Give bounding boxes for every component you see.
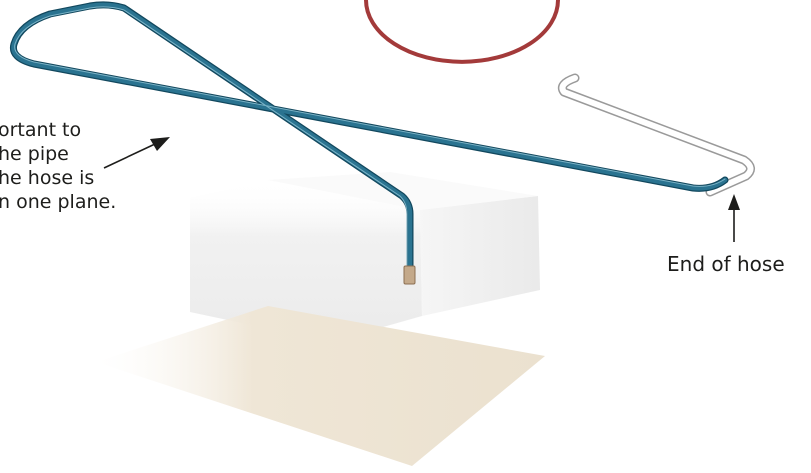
highlight-circle	[364, 0, 560, 64]
note-line: n one plane.	[0, 191, 117, 213]
pipe	[557, 73, 755, 197]
hose	[9, 1, 729, 272]
end-of-hose-label: End of hose	[667, 252, 785, 276]
note-line: he hose is	[0, 167, 95, 189]
note-line: he pipe	[0, 143, 69, 165]
hose-connector	[403, 265, 416, 285]
pipe-plane-note: ortant to he pipe he hose is n one plane…	[0, 118, 116, 214]
pointer-arrow-to-pipe	[103, 137, 170, 169]
pointer-arrow-to-hose-end	[728, 194, 740, 242]
floor-plane	[96, 306, 545, 466]
container-box	[190, 172, 540, 342]
note-line: ortant to	[0, 119, 82, 141]
